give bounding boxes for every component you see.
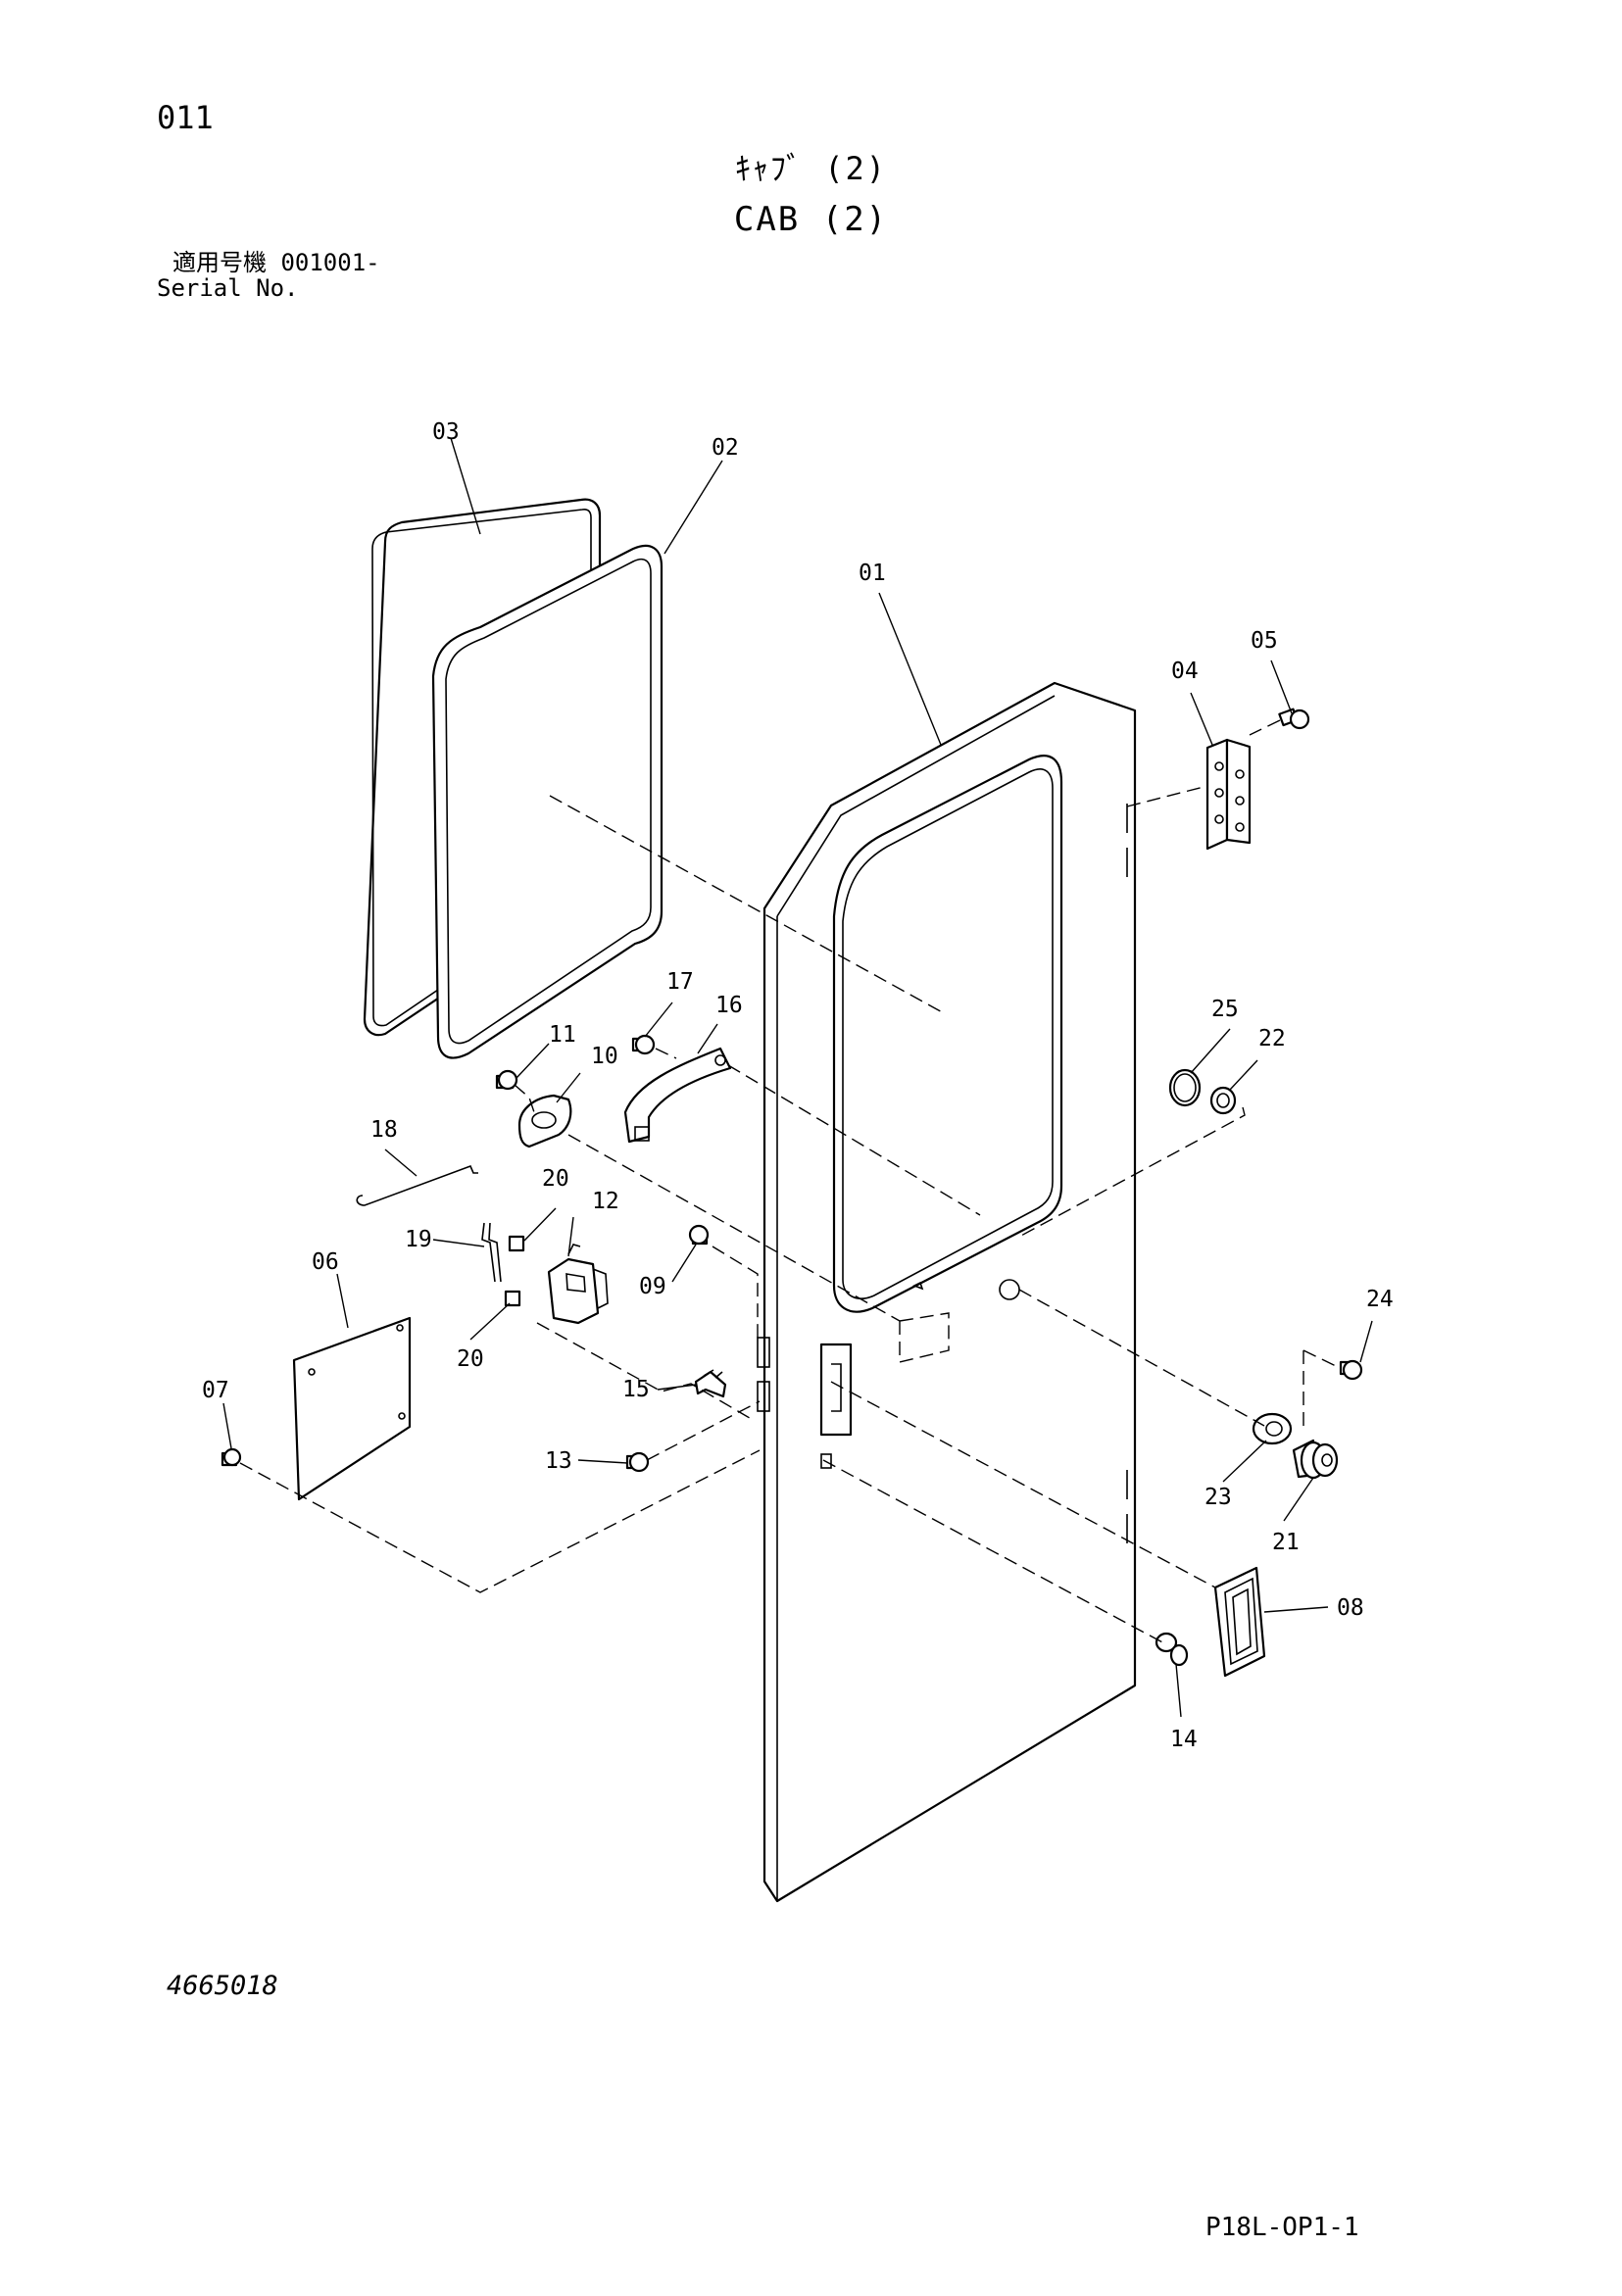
callout-04: 04 bbox=[1171, 659, 1199, 684]
callout-19: 19 bbox=[405, 1227, 432, 1252]
callout-22: 22 bbox=[1258, 1026, 1286, 1051]
serial-value: 001001- bbox=[280, 249, 380, 276]
callout-20-lower: 20 bbox=[457, 1346, 484, 1372]
part-18-rod bbox=[356, 1164, 478, 1206]
callout-24: 24 bbox=[1366, 1287, 1394, 1312]
part-22-nut bbox=[1209, 1086, 1237, 1115]
callout-25: 25 bbox=[1211, 997, 1239, 1022]
part-10-inner-handle bbox=[517, 1094, 572, 1148]
part-12-door-lock bbox=[547, 1244, 609, 1325]
callout-03: 03 bbox=[432, 419, 460, 445]
serial-range: 適用号機 001001- bbox=[172, 251, 380, 274]
callout-23: 23 bbox=[1204, 1485, 1232, 1510]
callout-05: 05 bbox=[1251, 628, 1278, 654]
callout-15: 15 bbox=[622, 1377, 650, 1402]
part-13-bolt bbox=[625, 1451, 650, 1473]
callout-10: 10 bbox=[591, 1044, 618, 1069]
callout-09: 09 bbox=[639, 1274, 666, 1299]
part-25-o-ring bbox=[1168, 1068, 1202, 1107]
part-02-glass bbox=[431, 544, 664, 1059]
sheet-code: P18L-OP1-1 bbox=[1205, 2213, 1359, 2242]
part-21-lock-cylinder bbox=[1292, 1439, 1339, 1480]
serial-label-japanese: 適用号機 bbox=[172, 249, 267, 276]
part-11-screw bbox=[495, 1069, 518, 1091]
callout-02: 02 bbox=[712, 435, 739, 461]
callout-labels: 03 02 01 04 05 25 22 17 16 11 10 18 20 1… bbox=[202, 419, 1394, 1752]
part-24-bolt bbox=[1339, 1359, 1363, 1381]
part-23-plate bbox=[1252, 1412, 1293, 1445]
part-04-hinge bbox=[1205, 738, 1252, 851]
callout-14: 14 bbox=[1170, 1727, 1198, 1752]
part-15-striker bbox=[694, 1369, 727, 1398]
callout-16: 16 bbox=[715, 993, 743, 1018]
part-17-bolt bbox=[631, 1034, 656, 1055]
leader-lines bbox=[222, 437, 1373, 1718]
part-09-screw bbox=[688, 1224, 710, 1246]
part-19-link-rod bbox=[481, 1222, 502, 1283]
part-14-striker-pin bbox=[1155, 1632, 1189, 1667]
part-08-outer-handle bbox=[1213, 1566, 1266, 1678]
callout-08: 08 bbox=[1337, 1595, 1364, 1621]
callout-12: 12 bbox=[592, 1189, 619, 1214]
page-title-japanese: ｷｬﾌﾞ (2) bbox=[734, 150, 888, 187]
callout-18: 18 bbox=[370, 1117, 398, 1143]
part-16-grab-handle bbox=[623, 1047, 732, 1144]
part-20-clip-upper bbox=[508, 1235, 525, 1252]
assembly-guide-lines bbox=[239, 719, 1339, 1644]
callout-01: 01 bbox=[859, 561, 886, 586]
part-20-clip-lower bbox=[504, 1290, 521, 1307]
drawing-number: 4665018 bbox=[167, 1971, 278, 2001]
page-number: 011 bbox=[157, 99, 214, 136]
part-05-bolt bbox=[1278, 708, 1310, 730]
part-07-screw bbox=[221, 1447, 242, 1467]
callout-07: 07 bbox=[202, 1378, 229, 1403]
callout-17: 17 bbox=[666, 969, 694, 995]
part-06-cover-plate bbox=[292, 1316, 412, 1501]
serial-label-english: Serial No. bbox=[157, 274, 299, 302]
page-title-english: CAB (2) bbox=[733, 200, 889, 239]
callout-06: 06 bbox=[312, 1249, 339, 1275]
callout-20-upper: 20 bbox=[542, 1166, 569, 1192]
part-01-door-panel bbox=[757, 681, 1137, 1903]
callout-21: 21 bbox=[1272, 1530, 1300, 1555]
callout-11: 11 bbox=[549, 1022, 576, 1048]
callout-13: 13 bbox=[545, 1448, 572, 1474]
